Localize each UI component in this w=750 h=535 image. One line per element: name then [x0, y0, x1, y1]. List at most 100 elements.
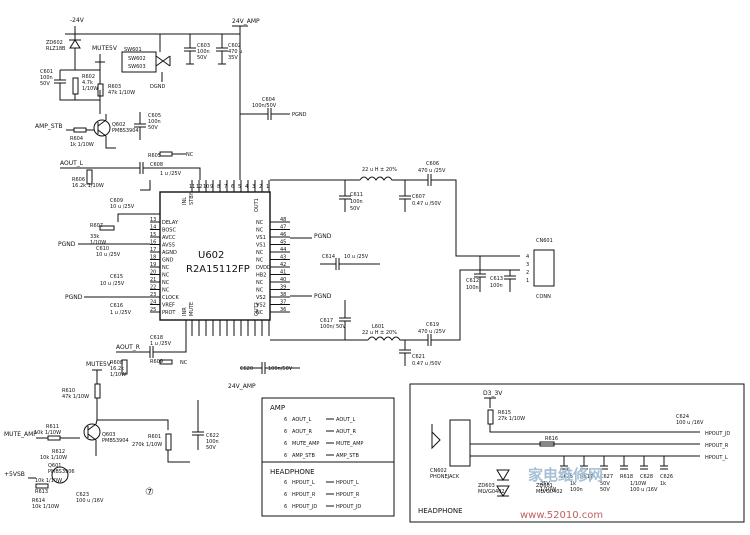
c610-val: 10 u /25V [96, 252, 121, 258]
zd603-val: MLVG0402 [478, 489, 505, 495]
r608-val: 16.2k [110, 366, 124, 372]
hp-net-jd: HPOUT_JD [705, 431, 730, 437]
ic-left-pin-name: CLOCK [162, 295, 180, 301]
aout-l-net: AOUT_L [60, 160, 84, 167]
mute-amp-net: MUTE_AMP [4, 431, 37, 438]
ic-right-pin-name: VS1 [256, 235, 266, 241]
c619-val: 470 u /25V [418, 329, 446, 335]
ic-top-pin-num: 2 [259, 184, 262, 190]
ic-right-pin-name: NC [256, 310, 264, 316]
c624-val: 100 u /16V [676, 420, 704, 426]
r606-ref: R606 [72, 177, 85, 183]
box-row-net: MUTE_AMP [336, 441, 363, 447]
ic-left-pin-num: 15 [150, 232, 156, 238]
c607-ref: C607 [412, 194, 425, 200]
c605-ref: C605 [148, 113, 161, 119]
cn602-ref: CN602 [430, 468, 447, 474]
ic-top-pin-num: 8 [217, 184, 220, 190]
box-row-pin: 6 [284, 417, 287, 423]
ic-left-pin-name: NC [162, 280, 170, 286]
c622-volt: 50V [206, 445, 216, 451]
r613-ref: R613 [35, 489, 48, 495]
c614-ref: C614 [322, 254, 335, 260]
hp-part-val: 50V [600, 481, 610, 487]
ic-right-pin-name: NC [256, 280, 264, 286]
ic-left-pin-name: AVCC [162, 235, 176, 241]
ic-left-pin-num: 18 [150, 255, 156, 261]
ic-left-pin-name: PROT [162, 310, 176, 316]
r610-val: 47k 1/10W [62, 394, 89, 400]
c619-ref: C619 [426, 322, 439, 328]
zd602-ref: ZD602 [46, 40, 63, 46]
c606-val: 470 u /25V [418, 168, 446, 174]
supply-section: -24V ZD602 RLZ18B C601 100n 50V R602 4.7… [35, 17, 307, 180]
pin-stby: STBY [189, 192, 195, 205]
c616-ref: C616 [110, 303, 123, 309]
c609-val: 10 u /25V [110, 204, 135, 210]
r607-watt: 1/10W [90, 240, 106, 246]
box-row-name: AOUT_R [292, 429, 312, 435]
r602-val: 4.7k [82, 80, 93, 86]
q603-ref: Q603 [102, 432, 115, 438]
rail-24v-amp-b: 24V_AMP [228, 383, 256, 390]
rail-mute5v: MUTE5V [92, 45, 118, 52]
c607-val: 0.47 u /50V [412, 201, 442, 207]
amp-box-title: AMP [270, 404, 285, 412]
r604-val: 1k 1/10W [70, 142, 94, 148]
ic-left-pin-name: BOSC [162, 228, 176, 234]
ic-left-pin-num: 16 [150, 240, 156, 246]
ic-top-pin-num: 6 [231, 184, 234, 190]
c611-volt: 50V [350, 206, 360, 212]
ic-left-pin-name: AVSS [162, 243, 175, 249]
ic-right-pin-name: HB2 [256, 273, 266, 279]
ic-left-pin-num: 21 [150, 277, 156, 283]
c608-val: 1 u /25V [160, 171, 182, 177]
hp-part-ref: C626 [660, 474, 673, 480]
sw602-label: SW602 [128, 56, 146, 62]
c620-val: 100n/50V [268, 366, 293, 372]
c604-gnd: PGND [292, 112, 307, 118]
c612-ref: C612 [466, 278, 479, 284]
rail-d33v: D3_3V [483, 390, 503, 397]
c620-ref: C620 [240, 366, 253, 372]
ic-right-pin-num: 47 [280, 225, 286, 231]
box-row-name: AOUT_L [292, 417, 311, 423]
ic-right-pin-num: 44 [280, 247, 286, 253]
sw601-label: SW601 [124, 47, 142, 53]
watermark-brand: 家电维修网 [528, 466, 603, 484]
c613-ref: C613 [490, 276, 503, 282]
c615-val: 10 u /25V [100, 281, 125, 287]
watermark: 家电维修网 www.52010.com [520, 466, 603, 521]
hp-box-title: HEADPHONE [270, 468, 315, 476]
c617-val: 100n/ 50V [320, 324, 346, 330]
pin-mute: MUTE [189, 302, 195, 316]
r611-val: 10k 1/10W [34, 430, 61, 436]
hp-part-val: 1k [570, 481, 576, 487]
c602-ref: C602 [228, 43, 241, 49]
r613-val: 10k 1/10W [35, 478, 62, 484]
sgnd-a: PGND [314, 233, 332, 240]
input-section: AOUT_L R605 NC C608 1 u /25V R606 16.2k … [58, 151, 201, 316]
r610-ref: R610 [62, 388, 75, 394]
dgnd-label: DGND [150, 84, 165, 90]
ic-right-pin-num: 45 [280, 240, 286, 246]
c601-val: 100n [40, 75, 53, 81]
hp-part-val: 1/10W [540, 487, 556, 493]
ic-left-pin-name: DELAY [162, 220, 179, 226]
c611-ref: C611 [350, 192, 363, 198]
ic-left-pin-name: NC [162, 288, 170, 294]
c610-ref: C610 [96, 246, 109, 252]
c613-val: 100n [490, 283, 503, 289]
c602-val: 470 u [228, 49, 242, 55]
ic-right-pin-name: VS2 [256, 303, 266, 309]
ic-left-pin-num: 20 [150, 270, 156, 276]
ic-right-pin-name: NC [256, 288, 264, 294]
l601-ref: L601 [372, 324, 384, 330]
ic-left-pin-num: 17 [150, 247, 156, 253]
ic-ref: U602 [198, 250, 224, 261]
ic-right-pin-name: NC [256, 250, 264, 256]
